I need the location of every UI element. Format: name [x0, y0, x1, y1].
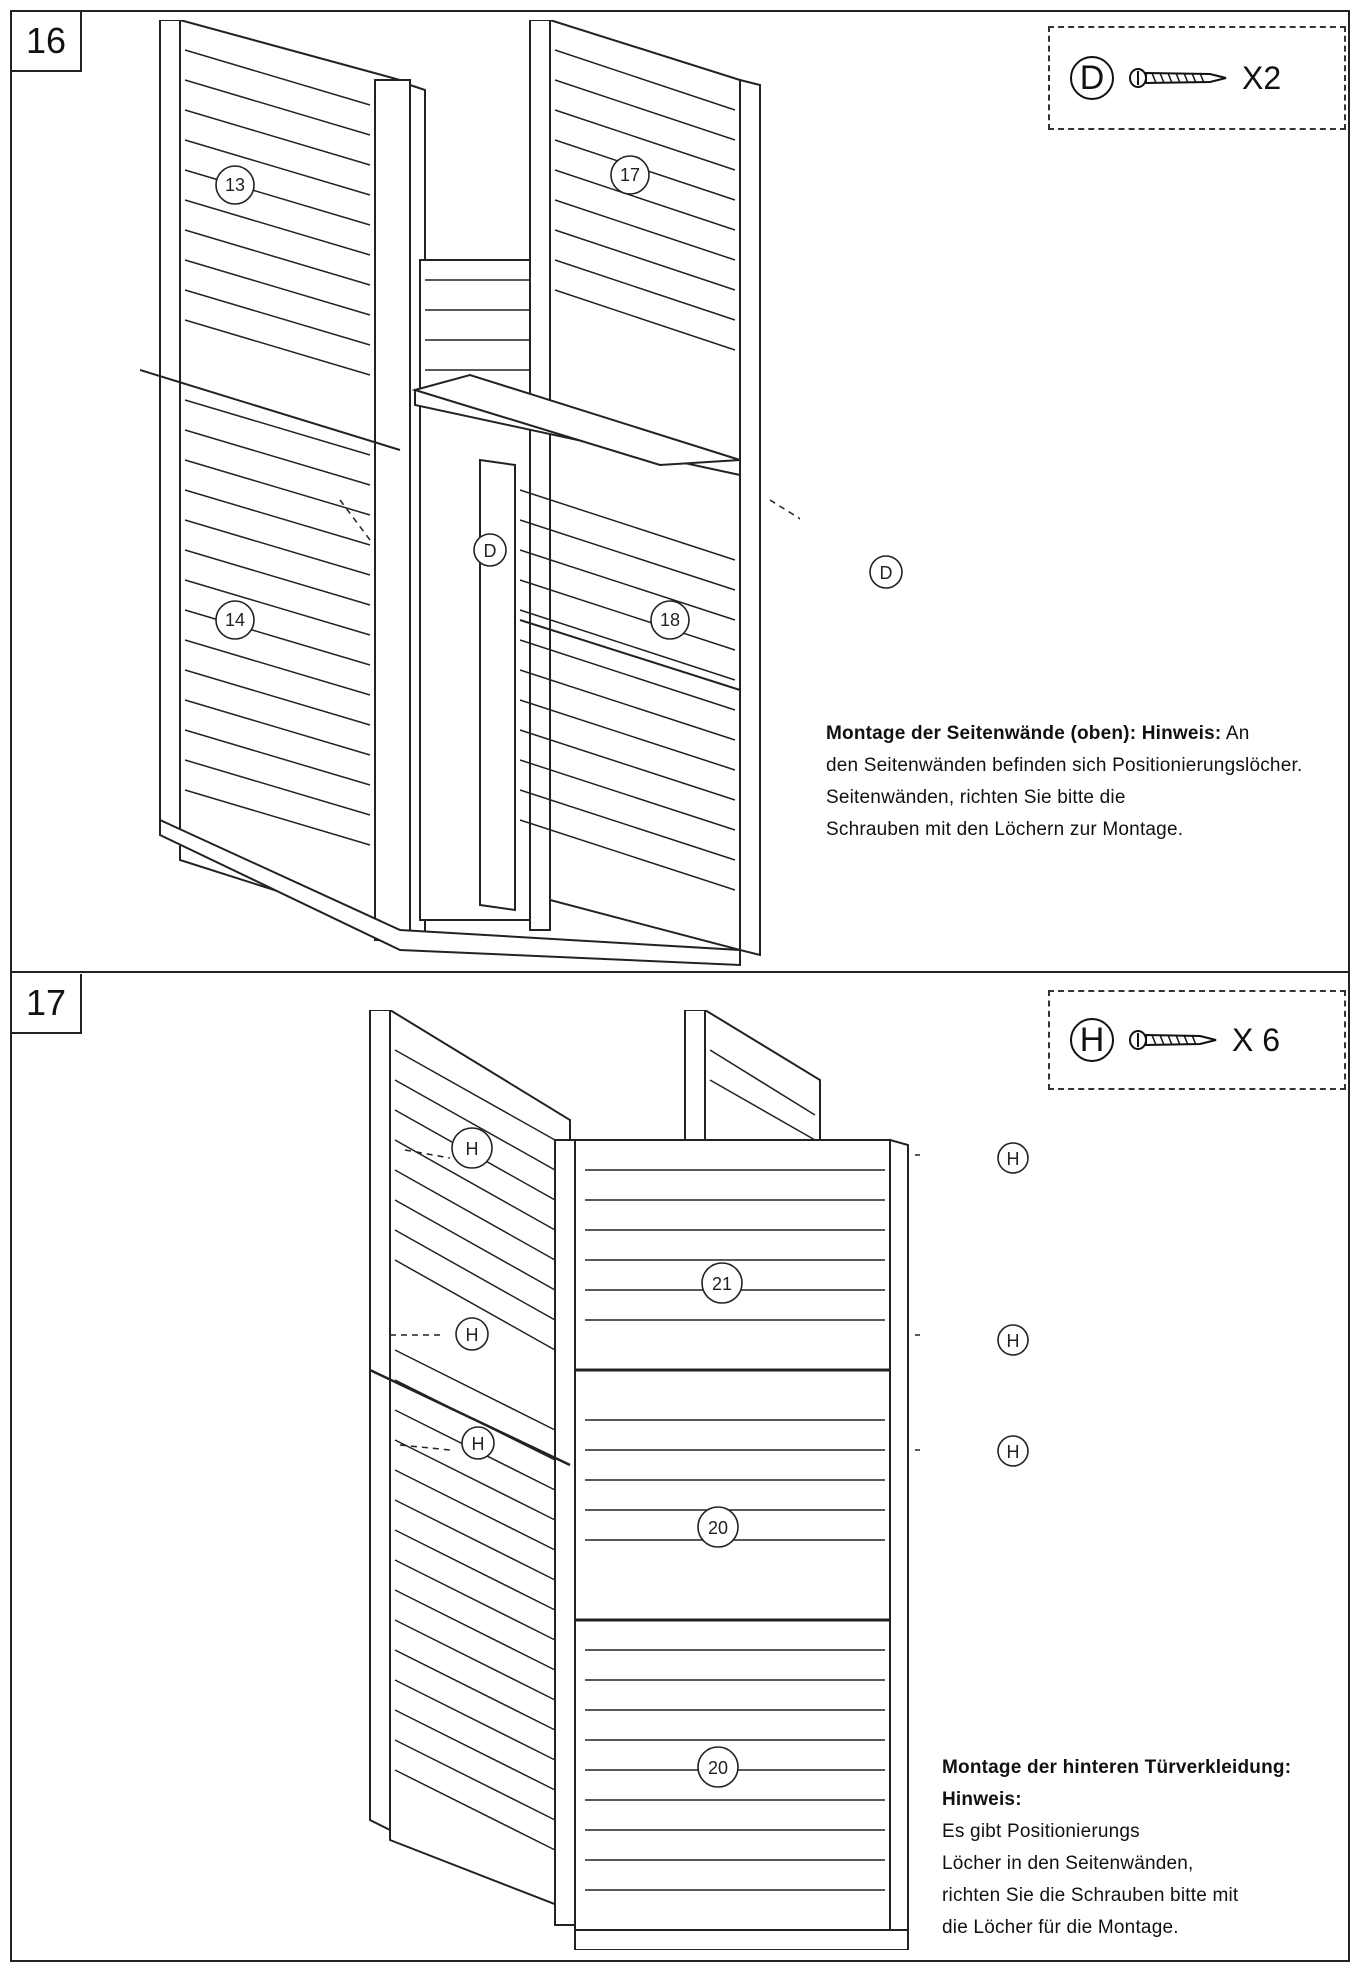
part-quantity: X2: [1242, 59, 1282, 96]
label-screw-h-4: H: [1007, 1149, 1020, 1169]
step-17-part-labels: H H H H H H 21 20 20: [451, 1127, 1029, 1788]
step-16-outer-screw-label: D: [869, 555, 903, 589]
note-line-4: Schrauben mit den Löchern zur Montage.: [826, 819, 1184, 840]
label-part-13: 13: [225, 175, 245, 195]
part-quantity: X 6: [1232, 1021, 1281, 1058]
label-screw-h-5: H: [1007, 1331, 1020, 1351]
label-screw-d-inner: D: [484, 541, 497, 561]
note-line-2: Löcher in den Seitenwänden,: [942, 1853, 1194, 1874]
note-line-3: Seitenwänden, richten Sie bitte die: [826, 787, 1126, 808]
step-divider: [10, 971, 1350, 973]
label-part-20-bottom: 20: [708, 1758, 728, 1778]
label-part-17: 17: [620, 165, 640, 185]
parts-box-step-17: H X 6: [1048, 990, 1346, 1090]
label-screw-h-3: H: [472, 1434, 485, 1454]
label-screw-h-1: H: [466, 1139, 479, 1159]
label-part-18: 18: [660, 610, 680, 630]
label-part-14: 14: [225, 610, 245, 630]
step-number-17: 17: [12, 974, 82, 1034]
label-screw-d-outer: D: [880, 563, 893, 583]
screw-icon: [1129, 68, 1227, 88]
note-line-4: die Löcher für die Montage.: [942, 1917, 1179, 1938]
note-line-3: richten Sie die Schrauben bitte mit: [942, 1885, 1239, 1906]
label-part-20-middle: 20: [708, 1518, 728, 1538]
step-16-part-labels: 13 17 14 18 D: [215, 155, 690, 640]
step-17-note: Montage der hinteren Türverkleidung: Hin…: [942, 1752, 1342, 1944]
step-16-drawing: 13 17 14 18 D: [140, 20, 800, 967]
label-screw-h-6: H: [1007, 1442, 1020, 1462]
parts-box-step-16: D X2: [1048, 26, 1346, 130]
screw-icon: [1129, 1030, 1217, 1050]
label-part-21: 21: [712, 1274, 732, 1294]
note-hint: Hinweis:: [942, 1789, 1022, 1810]
step-number-16: 16: [12, 12, 82, 72]
label-screw-h-2: H: [466, 1325, 479, 1345]
note-line-2: den Seitenwänden befinden sich Positioni…: [826, 755, 1303, 776]
step-16-note: Montage der Seitenwände (oben): Hinweis:…: [826, 718, 1346, 846]
part-letter-h: H: [1070, 1018, 1114, 1062]
note-hint: Hinweis:: [1141, 723, 1222, 744]
part-letter-d: D: [1070, 56, 1114, 100]
note-line-1: An: [1225, 723, 1250, 744]
note-title: Montage der hinteren Türverkleidung:: [942, 1757, 1292, 1778]
note-title: Montage der Seitenwände (oben):: [826, 723, 1137, 744]
note-line-1: Es gibt Positionierungs: [942, 1821, 1140, 1842]
page-frame: [10, 10, 1350, 1962]
